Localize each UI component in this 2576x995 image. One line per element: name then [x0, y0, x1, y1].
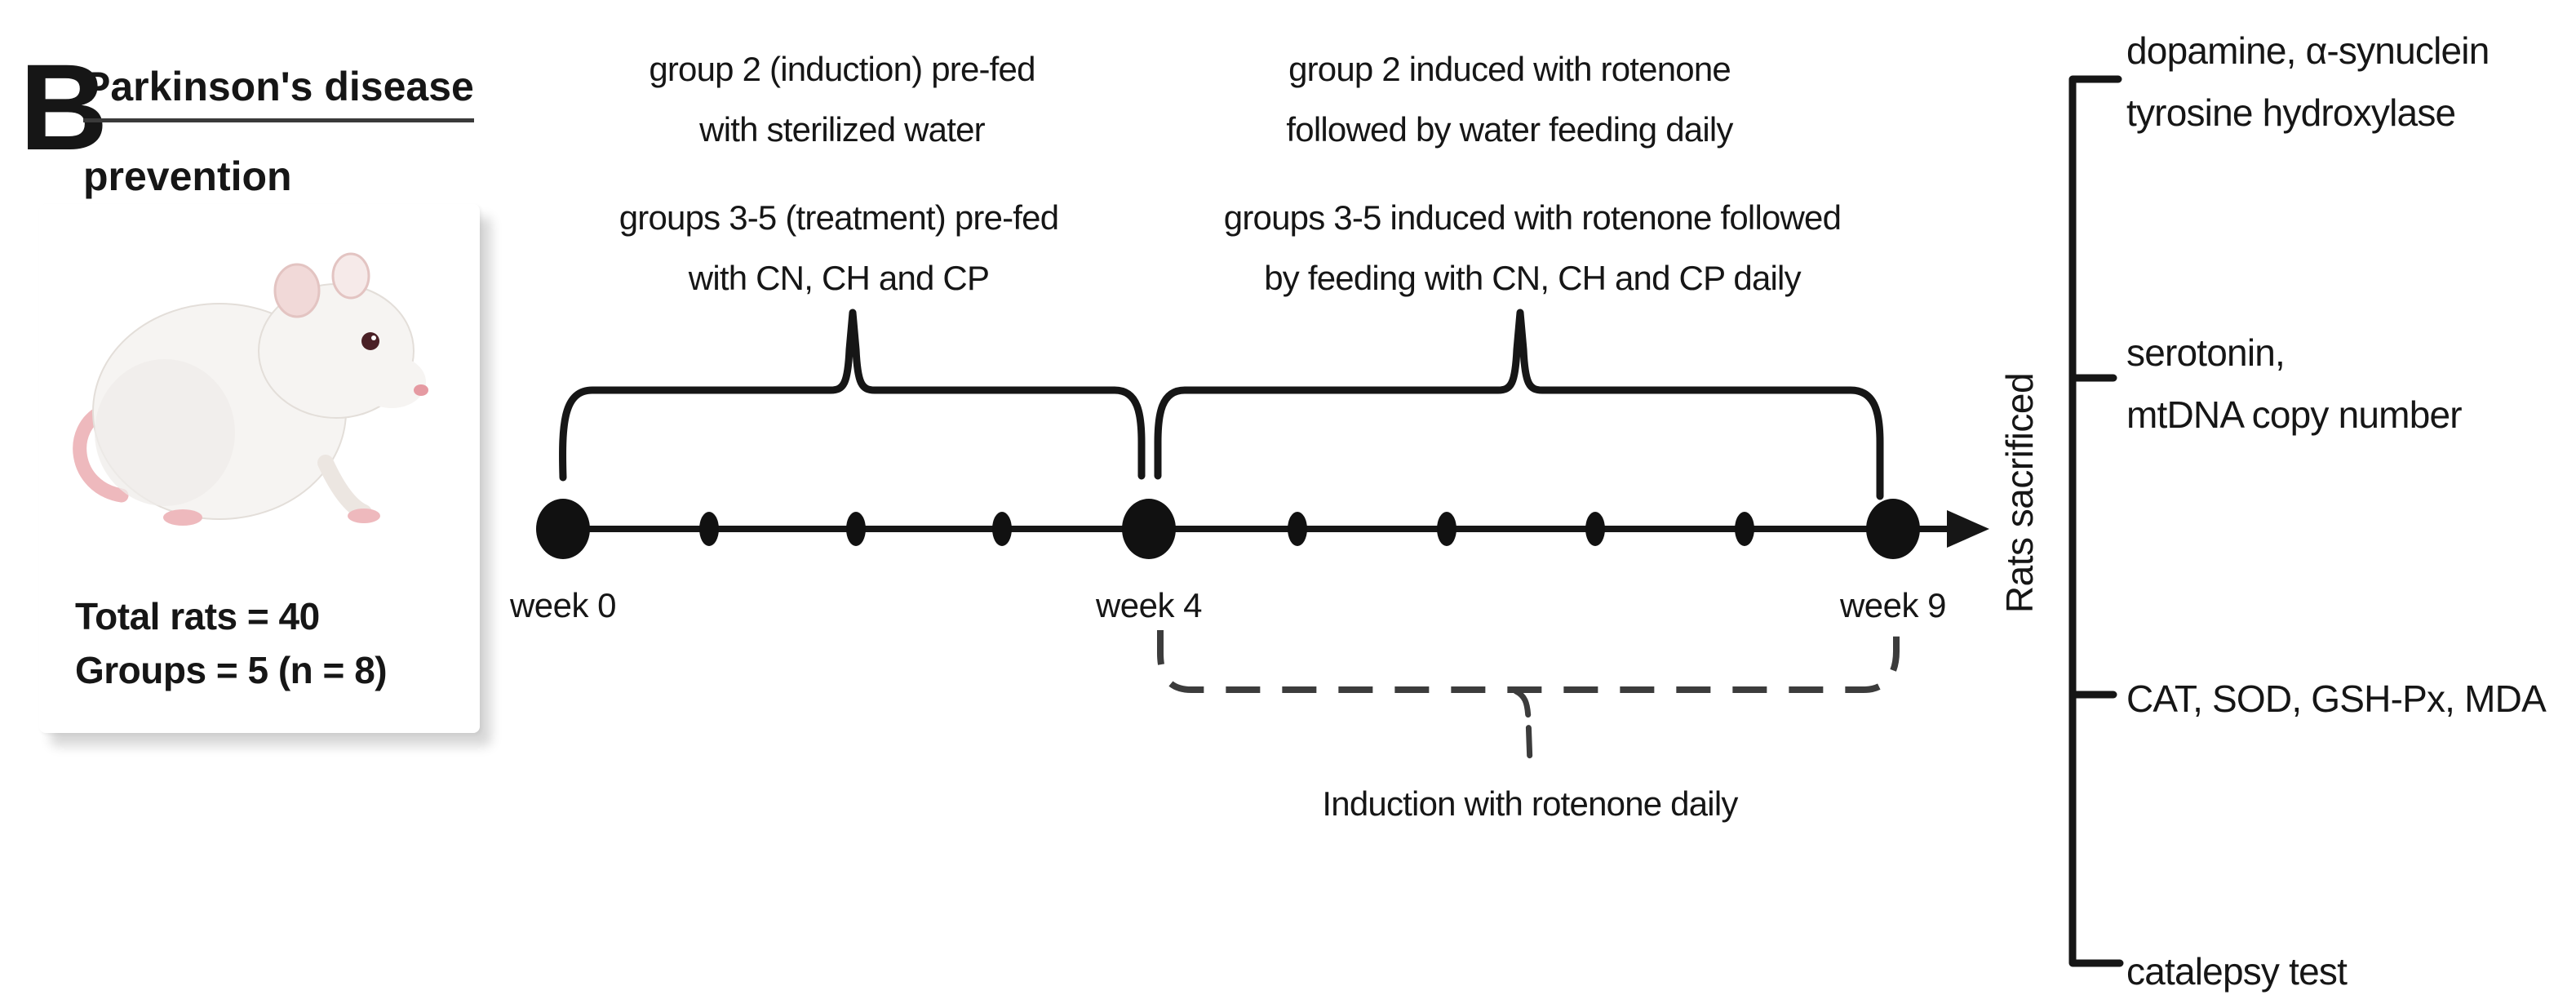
outcome-item-serotonin: serotonin, mtDNA copy number — [2126, 331, 2463, 436]
rat-hind-paw — [163, 509, 202, 526]
sacrifice-bracket — [2068, 75, 2124, 967]
treatment-brace — [1154, 309, 1884, 500]
annotation-group2-prefed: group 2 (induction) pre-fed with sterili… — [649, 50, 1035, 149]
week-label-9: week 9 — [1839, 586, 1947, 624]
week-dot-minor-8 — [1735, 512, 1754, 546]
induction-dashed-brace — [1157, 630, 1900, 693]
annotation-induction-rotenone: Induction with rotenone daily — [1322, 784, 1738, 823]
week-dot-minor-3 — [992, 512, 1012, 546]
rat-nose — [414, 384, 428, 396]
rat-front-paw — [348, 509, 380, 523]
induction-brace-pointer — [1513, 688, 1533, 766]
week-dot-minor-7 — [1585, 512, 1605, 546]
rat-illustration — [73, 252, 428, 526]
outcome-item-antioxidants: CAT, SOD, GSH-Px, MDA — [2126, 677, 2547, 720]
subject-card: Total rats = 40 Groups = 5 (n = 8) — [39, 204, 480, 733]
annotation-group2-induced: group 2 induced with rotenone followed b… — [1286, 50, 1733, 149]
annotation-groups35-prefed: groups 3-5 (treatment) pre-fed with CN, … — [619, 198, 1059, 297]
week-label-0: week 0 — [509, 586, 617, 624]
week-dot-minor-6 — [1437, 512, 1456, 546]
week-dot-minor-5 — [1288, 512, 1307, 546]
rat-photo — [60, 222, 436, 565]
annotation-groups35-induced: groups 3-5 induced with rotenone followe… — [1223, 198, 1842, 297]
rat-count-stats: Total rats = 40 Groups = 5 (n = 8) — [75, 595, 388, 691]
rat-ear-right — [331, 252, 370, 300]
panel-letter: B — [20, 38, 108, 175]
prefeeding-brace — [559, 309, 1146, 482]
week-label-4: week 4 — [1095, 586, 1203, 624]
timeline-arrowhead — [1947, 510, 1989, 548]
outcome-item-dopamine: dopamine, α-synuclein tyrosine hydroxyla… — [2126, 29, 2490, 134]
week-dot-major-0 — [536, 499, 590, 559]
rat-muzzle — [357, 356, 426, 408]
rat-ear-left — [273, 263, 321, 318]
week-dot-major-4 — [1122, 499, 1176, 559]
figure-title-line1: Parkinson's disease — [83, 64, 474, 122]
outcome-item-catalepsy: catalepsy test — [2126, 950, 2348, 993]
week-dot-major-9 — [1866, 499, 1920, 559]
rats-sacrificed-label: Rats sacrificed — [1998, 372, 2041, 614]
rat-haunch — [95, 359, 235, 506]
rat-eye-highlight — [371, 335, 376, 340]
week-dot-minor-1 — [699, 512, 719, 546]
figure-title: Parkinson's disease prevention — [83, 64, 474, 211]
week-dot-minor-2 — [846, 512, 866, 546]
